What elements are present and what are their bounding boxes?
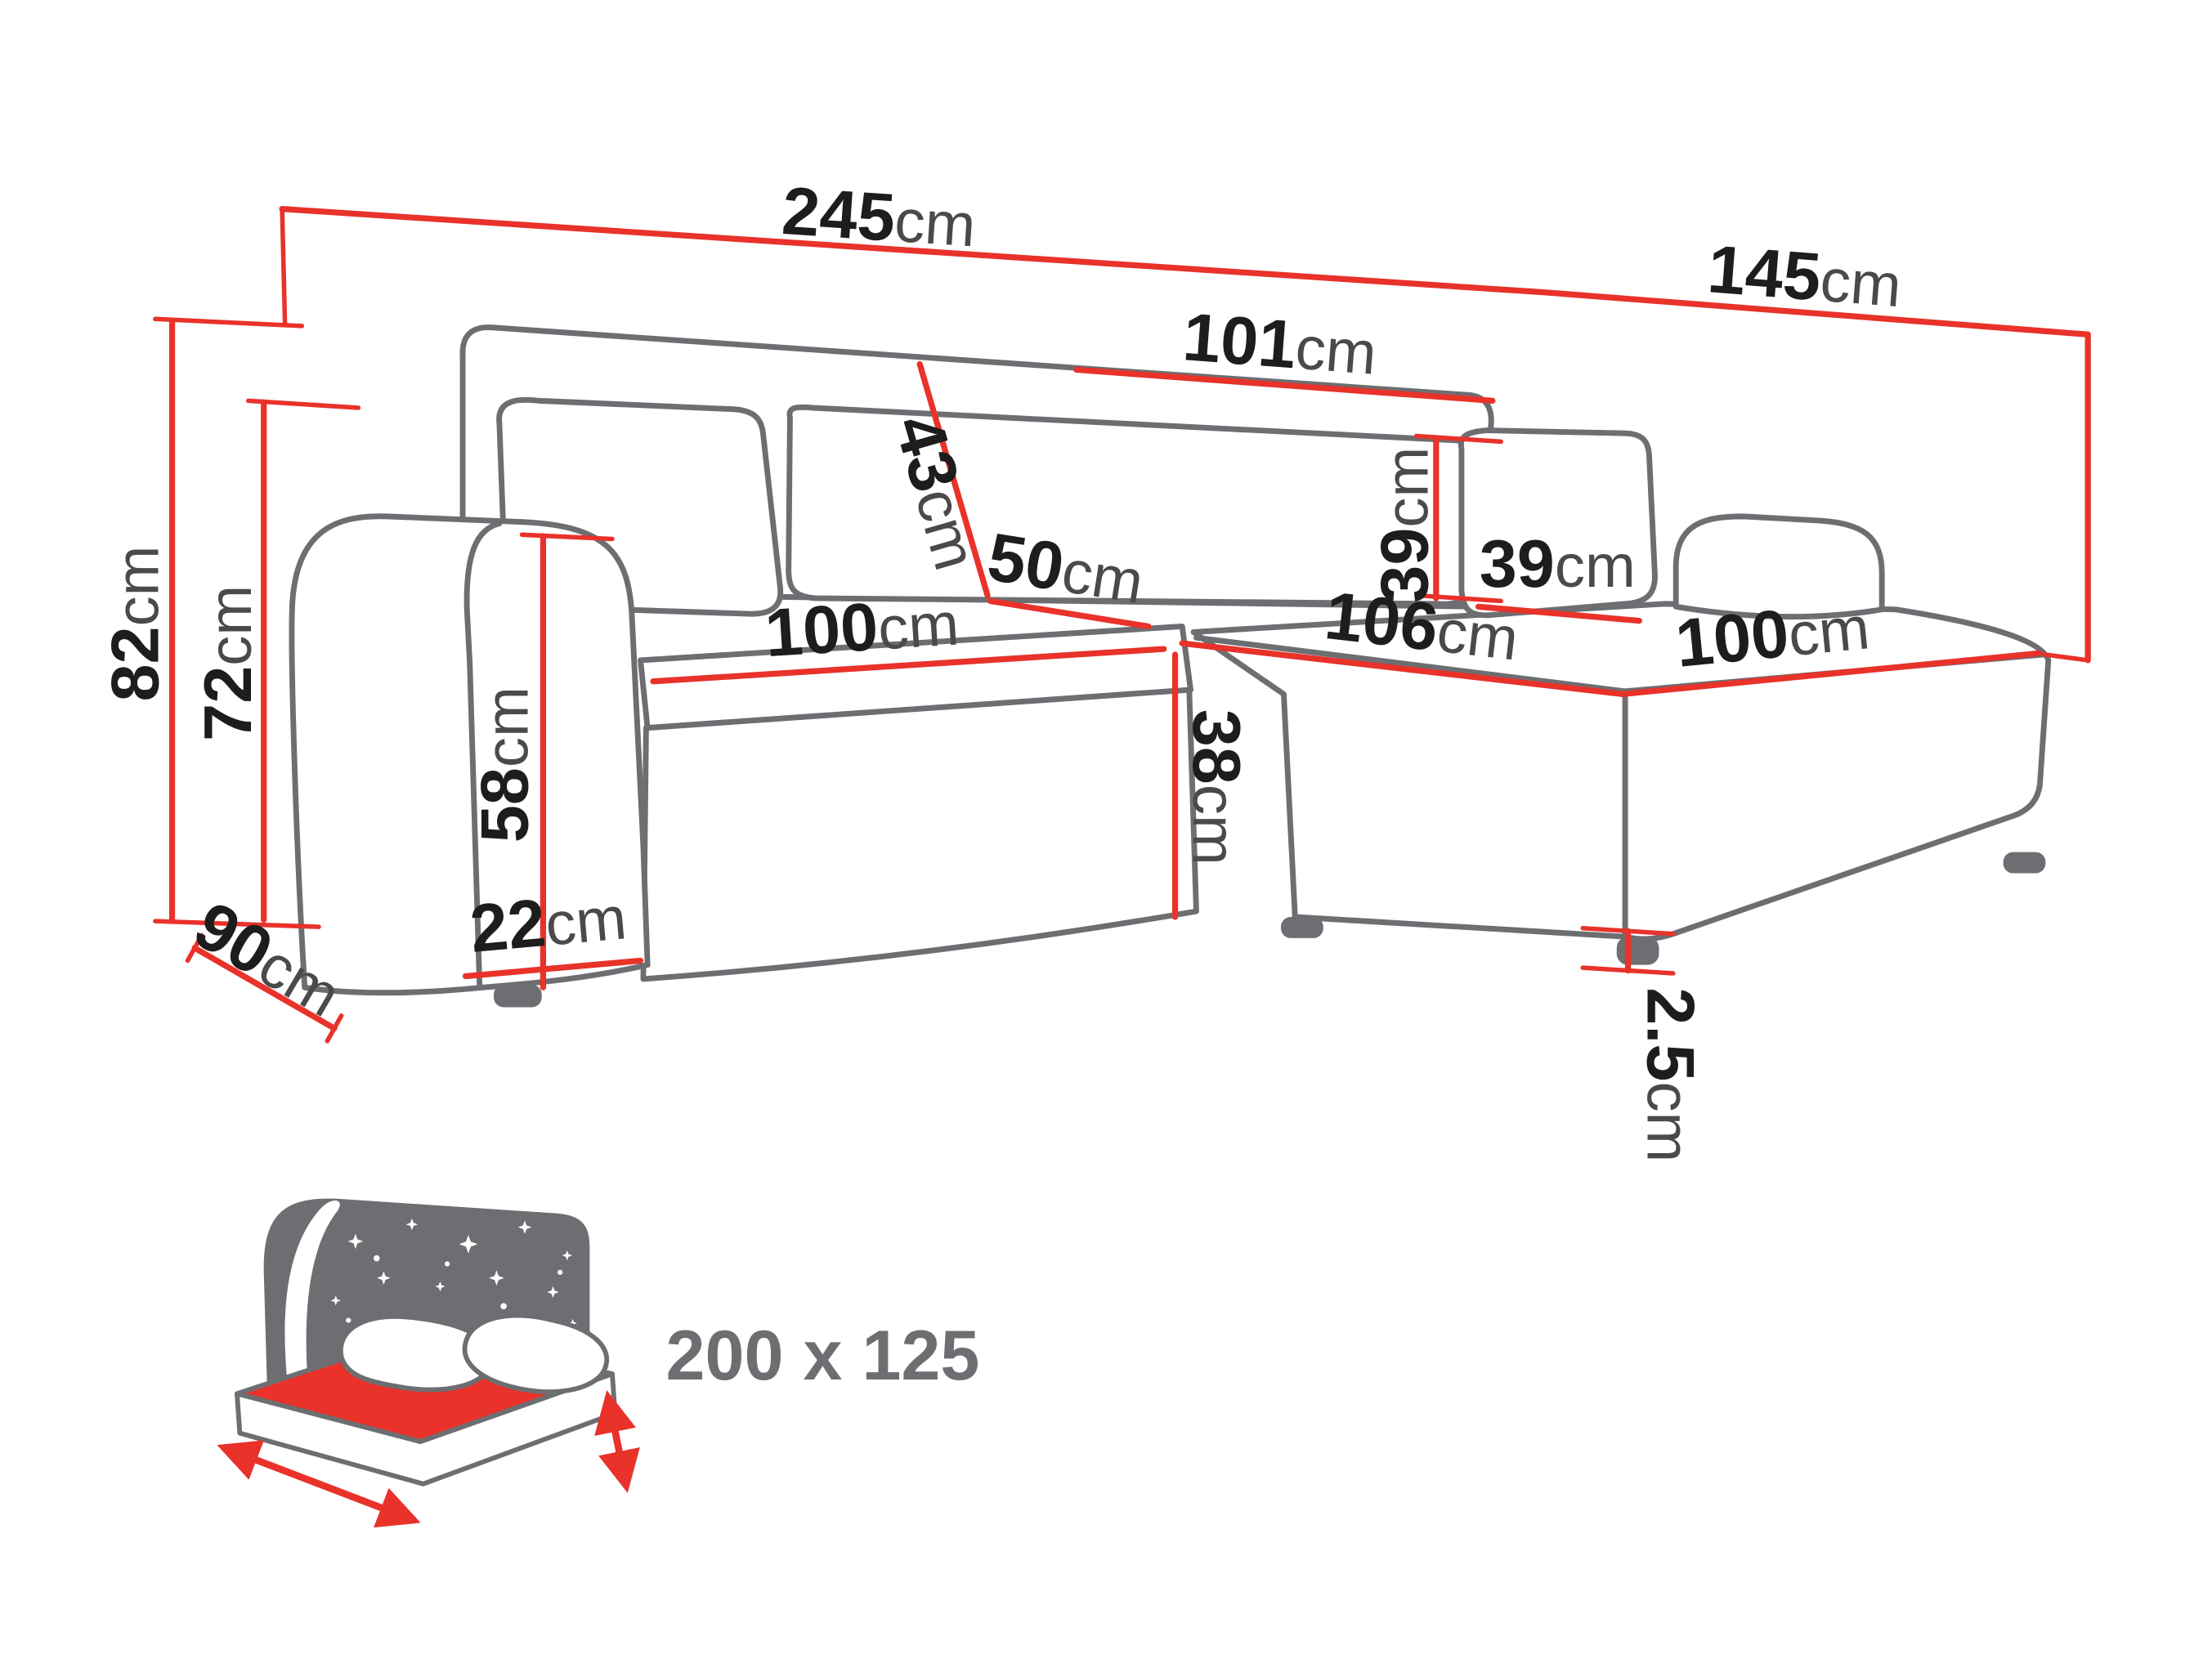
back-pillow-right — [1458, 427, 1658, 619]
backrest-height-label: 72cm — [190, 585, 266, 741]
armrest-height-tick — [519, 532, 615, 542]
sofa-leg — [2003, 852, 2046, 874]
overall-depth-label: 145cm — [1705, 230, 1905, 321]
overall-width-extension — [280, 206, 288, 327]
back-cushion-height-line — [916, 360, 991, 599]
left-armrest-inner-edge — [463, 521, 503, 990]
sleeping-depth-arrow — [594, 1390, 640, 1493]
pillow-height-tick-bottom — [1413, 592, 1503, 604]
overall-width-label: 245cm — [780, 172, 978, 262]
armrest-width-line — [462, 957, 644, 980]
back-width-label: 101cm — [1180, 298, 1379, 389]
armrest-height-label: 58cm — [466, 686, 542, 843]
total-height-tick-top — [153, 316, 305, 329]
chaise-length-label: 106cm — [1321, 577, 1522, 675]
chaise-length-line — [1179, 640, 1626, 697]
overall-depth-connector — [2043, 652, 2090, 663]
sofa-drawing — [289, 324, 2052, 1008]
side-depth-tick-start — [185, 932, 204, 964]
leg-height-label: 2.5cm — [1633, 987, 1709, 1162]
sofa-leg — [1616, 937, 1659, 965]
side-depth-line — [191, 945, 338, 1031]
seat-front-face — [640, 686, 1199, 982]
side-depth-tick-end — [325, 1013, 344, 1044]
floor-tick — [153, 919, 321, 929]
overall-width-line — [279, 206, 1545, 296]
seat-depth-line — [987, 597, 1152, 630]
leg-height-tick-bottom — [1580, 965, 1676, 976]
right-arm-bolster — [1672, 513, 1885, 620]
seat-height-label: 38cm — [1179, 709, 1255, 865]
chaise-width-line — [1619, 650, 2044, 697]
left-seat-width-line — [650, 646, 1167, 685]
sofa-leg — [494, 984, 542, 1008]
sofa-leg — [1280, 916, 1323, 938]
mattress-pillow-right — [462, 1312, 610, 1394]
dimension-lines — [153, 206, 2091, 1044]
chaise-near-left-edge — [1193, 634, 1628, 695]
pillow-height-tick-top — [1413, 433, 1503, 445]
backrest-height-tick — [245, 398, 361, 410]
pillow-width-label: 39cm — [1480, 525, 1636, 601]
overall-depth-line — [1538, 288, 2091, 338]
total-height-label: 82cm — [96, 546, 172, 702]
headboard-moon-crescent — [284, 1200, 340, 1411]
armrest-width-label: 22cm — [467, 877, 629, 967]
back-width-line — [1073, 366, 1496, 404]
left-seat-width-label: 100cm — [763, 584, 960, 672]
pillow-height-label: 39cm — [1366, 447, 1442, 603]
sleeping-area-label: 200 x 125 — [666, 1317, 980, 1395]
chaise-width-label: 100cm — [1672, 587, 1873, 682]
sleeping-width-arrow — [217, 1440, 421, 1528]
sleeping-area-icon — [217, 1198, 640, 1528]
pillow-width-line — [1475, 603, 1642, 624]
seat-depth-label: 50cm — [983, 518, 1149, 618]
